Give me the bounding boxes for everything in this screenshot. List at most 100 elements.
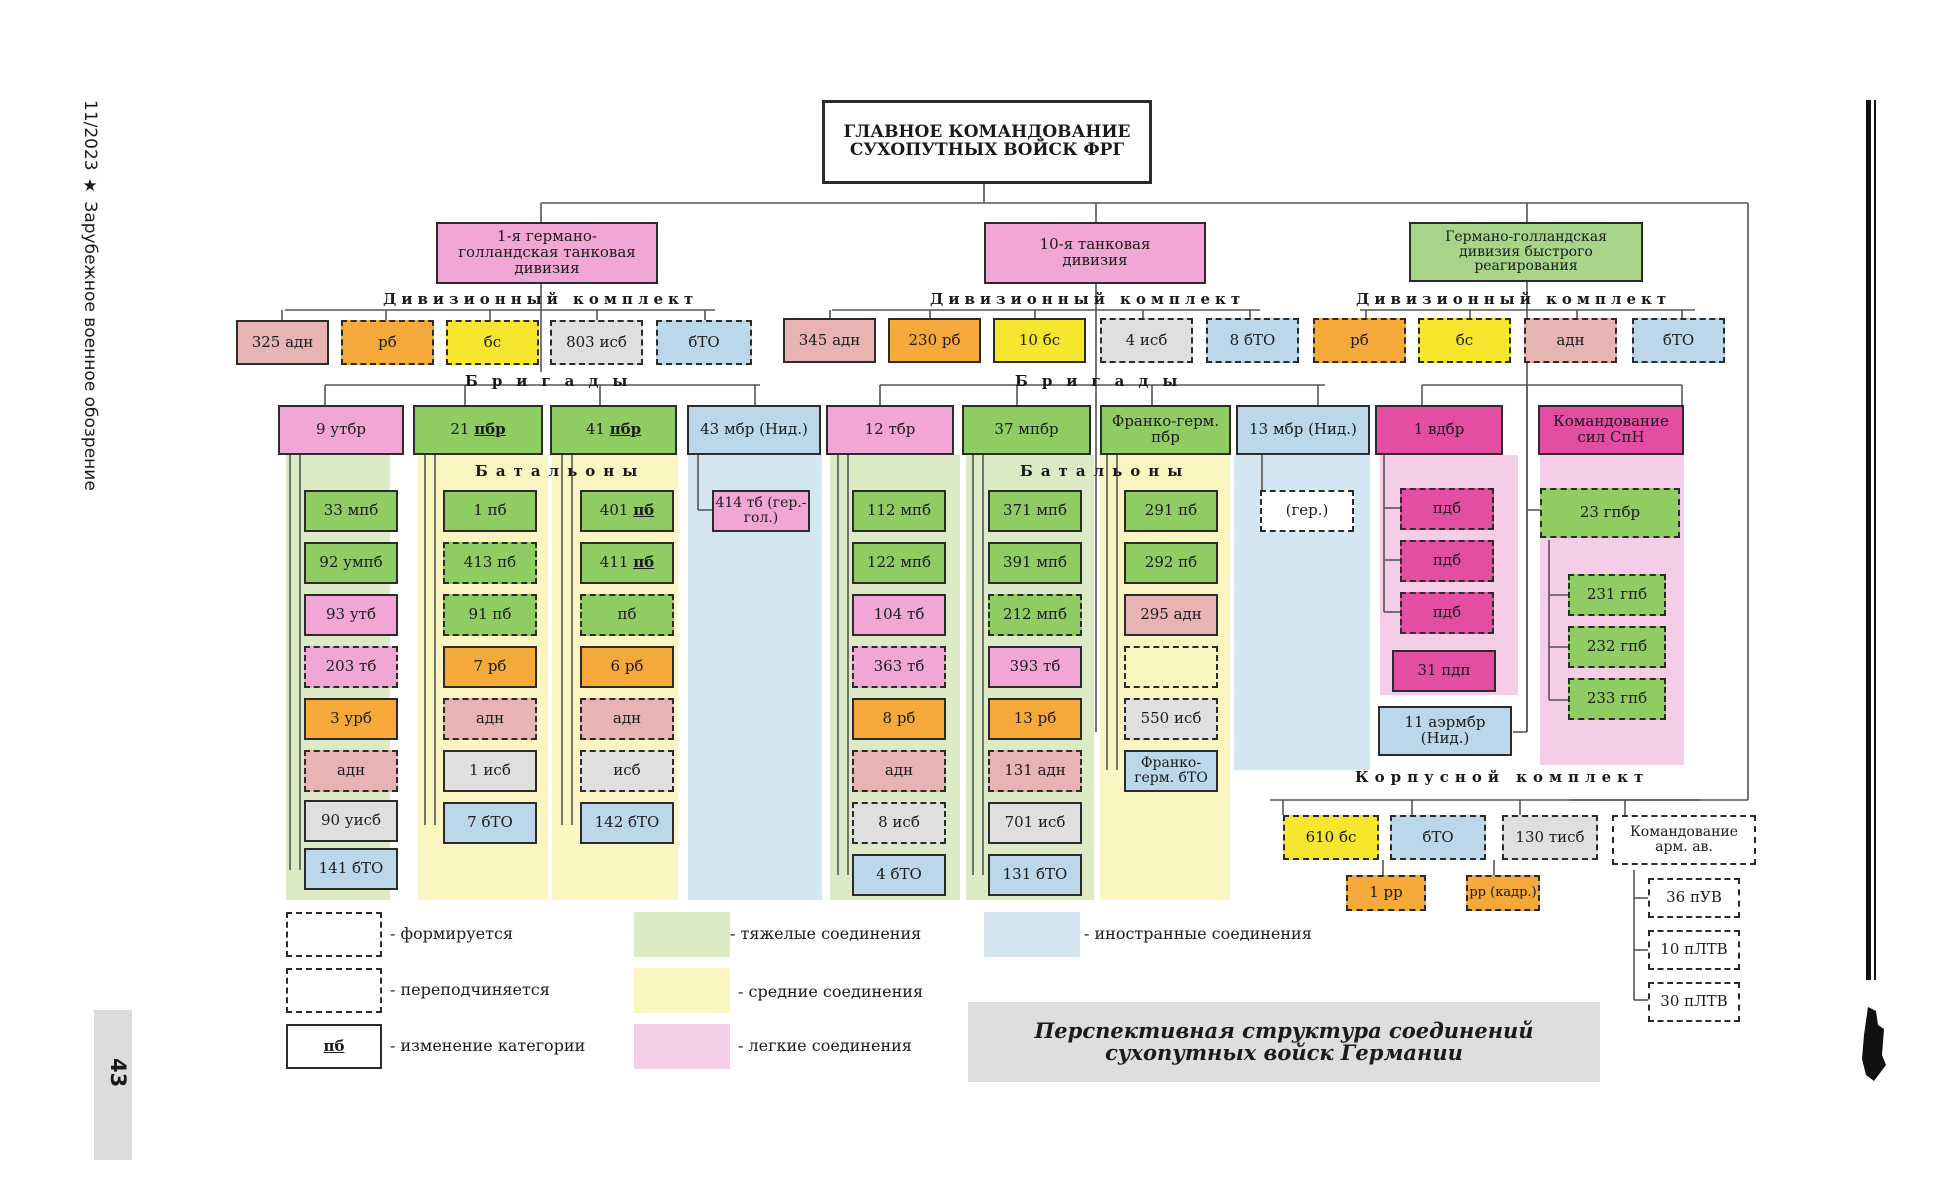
bn-401pb: 401 пб bbox=[580, 490, 674, 532]
bn-91pb: 91 пб bbox=[443, 594, 537, 636]
brigade-1vdbr: 1 вдбр bbox=[1375, 405, 1503, 455]
div3-unit-bto: бТО bbox=[1632, 318, 1725, 363]
label-divisional-rapid: Дивизионный комплект bbox=[1356, 290, 1672, 308]
div1-unit-bto: бТО bbox=[656, 320, 752, 365]
division-1: 1-я германо-голландская танковая дивизия bbox=[436, 222, 658, 284]
bn-4bto: 4 бТО bbox=[852, 854, 946, 896]
corps-bto: бТО bbox=[1390, 815, 1486, 860]
legend-resub-text: - переподчиняется bbox=[390, 980, 550, 999]
brigade-9utbr: 9 утбр bbox=[278, 405, 404, 455]
bn-8rb: 8 рб bbox=[852, 698, 946, 740]
bn-11aermbr: 11 аэрмбр (Нид.) bbox=[1378, 706, 1512, 756]
brigade-21-num: 21 bbox=[450, 420, 475, 439]
bn-142bto: 142 бТО bbox=[580, 802, 674, 844]
bn-393tb: 393 тб bbox=[988, 646, 1082, 688]
bn-9-adn: адн bbox=[304, 750, 398, 792]
brigade-12tbr: 12 тбр bbox=[826, 405, 954, 455]
brigade-41-num: 41 bbox=[585, 420, 610, 439]
bn-131adn: 131 адн bbox=[988, 750, 1082, 792]
bn-7bto: 7 бТО bbox=[443, 802, 537, 844]
corps-130tisb: 130 тисб bbox=[1502, 815, 1598, 860]
label-brigades-10: Бригады bbox=[1015, 372, 1192, 390]
bn-550isb: 550 исб bbox=[1124, 698, 1218, 740]
bn-1pb: 1 пб bbox=[443, 490, 537, 532]
bn-413pb: 413 пб bbox=[443, 542, 537, 584]
div3-unit-bs: бс bbox=[1418, 318, 1511, 363]
bn-401-u: пб bbox=[633, 501, 655, 520]
legend-forming-text: - формируется bbox=[390, 924, 514, 943]
div3-unit-adn: адн bbox=[1524, 318, 1617, 363]
bn-131bto: 131 бТО bbox=[988, 854, 1082, 896]
hq-line2: СУХОПУТНЫХ ВОЙСК ФРГ bbox=[849, 140, 1125, 160]
bn-pdb-1: пдб bbox=[1400, 488, 1494, 530]
division-10: 10-я танковая дивизия bbox=[984, 222, 1206, 284]
legend-heavy-swatch bbox=[634, 912, 730, 957]
bn-6rb: 6 рб bbox=[580, 646, 674, 688]
caption-box: Перспективная структура соединений сухоп… bbox=[968, 1002, 1600, 1082]
div10-unit-10bs: 10 бс bbox=[993, 318, 1086, 363]
right-margin-rule bbox=[1866, 100, 1871, 980]
brigade-21-u: пбр bbox=[474, 420, 506, 439]
bn-104tb: 104 тб bbox=[852, 594, 946, 636]
hq-box: ГЛАВНОЕ КОМАНДОВАНИЕ СУХОПУТНЫХ ВОЙСК ФР… bbox=[822, 100, 1152, 184]
bn-292pb: 292 пб bbox=[1124, 542, 1218, 584]
brigade-13mbr: 13 мбр (Нид.) bbox=[1236, 405, 1370, 455]
bn-112mpb: 112 мпб bbox=[852, 490, 946, 532]
bn-90uisb: 90 уисб bbox=[304, 800, 398, 842]
bn-141bto: 141 бТО bbox=[304, 848, 398, 890]
bn-23gpbr: 23 гпбр bbox=[1540, 488, 1680, 538]
label-divisional-1: Дивизионный комплект bbox=[383, 290, 699, 308]
bn-fg-bto: Франко-герм. бТО bbox=[1124, 750, 1218, 792]
bn-203tb: 203 тб bbox=[304, 646, 398, 688]
legend-medium-text: - средние соединения bbox=[738, 982, 924, 1001]
legend-forming-swatch bbox=[286, 912, 382, 957]
bn-401-num: 401 bbox=[599, 501, 634, 520]
brigade-fg: Франко-герм. пбр bbox=[1100, 405, 1231, 455]
legend-resub-swatch bbox=[286, 968, 382, 1013]
bn-1isb: 1 исб bbox=[443, 750, 537, 792]
caption-line2: сухопутных войск Германии bbox=[1105, 1040, 1463, 1065]
div1-unit-rb: рб bbox=[341, 320, 434, 365]
bn-93utb: 93 утб bbox=[304, 594, 398, 636]
div10-unit-4isb: 4 исб bbox=[1100, 318, 1193, 363]
bn-371mpb: 371 мпб bbox=[988, 490, 1082, 532]
bn-291pb: 291 пб bbox=[1124, 490, 1218, 532]
legend-foreign-swatch bbox=[984, 912, 1080, 957]
caption-line1: Перспективная структура соединений bbox=[1034, 1017, 1534, 1043]
aviation-36puv: 36 пУВ bbox=[1648, 878, 1740, 918]
bn-363tb: 363 тб bbox=[852, 646, 946, 688]
bn-295adn: 295 адн bbox=[1124, 594, 1218, 636]
legend-heavy-text: - тяжелые соединения bbox=[730, 924, 922, 943]
legend-medium-swatch bbox=[634, 968, 730, 1013]
corps-army-aviation: Командование арм. ав. bbox=[1612, 815, 1756, 865]
brigade-41pbr: 41 пбр bbox=[550, 405, 677, 455]
bn-41-pb: пб bbox=[580, 594, 674, 636]
bn-13-ger: (гер.) bbox=[1260, 490, 1354, 532]
bn-122mpb: 122 мпб bbox=[852, 542, 946, 584]
bn-7rb: 7 рб bbox=[443, 646, 537, 688]
div1-unit-803isb: 803 исб bbox=[550, 320, 643, 365]
div10-unit-345adn: 345 адн bbox=[783, 318, 876, 363]
bn-391mpb: 391 мпб bbox=[988, 542, 1082, 584]
bn-3urb: 3 урб bbox=[304, 698, 398, 740]
bn-33mpb: 33 мпб bbox=[304, 490, 398, 532]
page-number-tab bbox=[94, 1010, 132, 1160]
label-battalions-1: Батальоны bbox=[475, 462, 646, 480]
bn-21-adn: адн bbox=[443, 698, 537, 740]
label-battalions-10: Батальоны bbox=[1020, 462, 1191, 480]
label-brigades-1: Бригады bbox=[465, 372, 642, 390]
corps-1rr: 1 рр bbox=[1346, 875, 1426, 911]
legend-light-text: - легкие соединения bbox=[738, 1036, 912, 1055]
div10-unit-230rb: 230 рб bbox=[888, 318, 981, 363]
corps-610bs: 610 бс bbox=[1283, 815, 1379, 860]
aviation-30pltv: 30 пЛТВ bbox=[1648, 982, 1740, 1022]
bn-13rb: 13 рб bbox=[988, 698, 1082, 740]
label-corps: Корпусной комплект bbox=[1355, 768, 1650, 786]
aviation-10pltv: 10 пЛТВ bbox=[1648, 930, 1740, 970]
bn-41-isb: исб bbox=[580, 750, 674, 792]
div3-unit-rb: рб bbox=[1313, 318, 1406, 363]
legend-light-swatch bbox=[634, 1024, 730, 1069]
div1-unit-bs: бс bbox=[446, 320, 539, 365]
bn-232gpb: 232 гпб bbox=[1568, 626, 1666, 668]
bn-414tb: 414 тб (гер.-гол.) bbox=[712, 490, 810, 532]
